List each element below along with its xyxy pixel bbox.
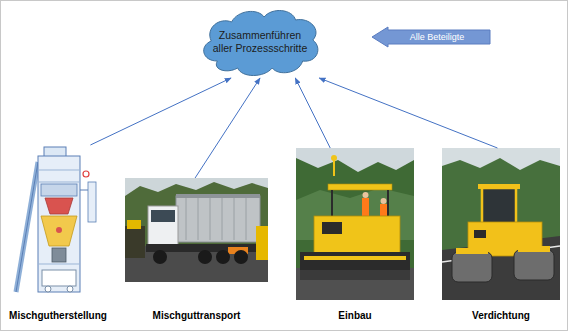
text-holder: Zusammenführen aller Prozessschritte <box>211 5 309 78</box>
plant-drawing <box>16 147 96 292</box>
text-holder: Einbau <box>296 305 414 323</box>
text-holder: Alle Beteiligte <box>388 27 486 47</box>
photo-panel: Mischguttransport <box>125 178 268 323</box>
cloud-node: Zusammenführen aller Prozessschritte <box>197 5 323 78</box>
cloud-text: Zusammenführen aller Prozessschritte <box>211 29 309 55</box>
arrow-connector <box>90 78 231 145</box>
photo-panel: Einbau <box>296 148 414 323</box>
photo-caption: Mischgutherstellung <box>9 309 107 322</box>
photo-caption: Mischguttransport <box>153 309 241 322</box>
photo-caption: Einbau <box>338 309 371 322</box>
truck-photo <box>125 178 268 282</box>
arrow-connector <box>195 78 260 178</box>
arrow-connector <box>319 78 497 148</box>
photo-caption: Verdichtung <box>472 309 530 322</box>
arrow-connector <box>295 78 330 148</box>
text-holder: Mischguttransport <box>125 305 268 323</box>
block-arrow: Alle Beteiligte <box>372 27 490 47</box>
roller-photo <box>442 148 560 300</box>
photo-panel: Verdichtung <box>442 148 560 323</box>
photo-panel: Mischgutherstellung <box>4 145 112 323</box>
text-holder: Mischgutherstellung <box>4 305 112 323</box>
text-holder: Verdichtung <box>442 305 560 323</box>
paver-photo <box>296 148 414 300</box>
arrow-label: Alle Beteiligte <box>410 32 465 43</box>
